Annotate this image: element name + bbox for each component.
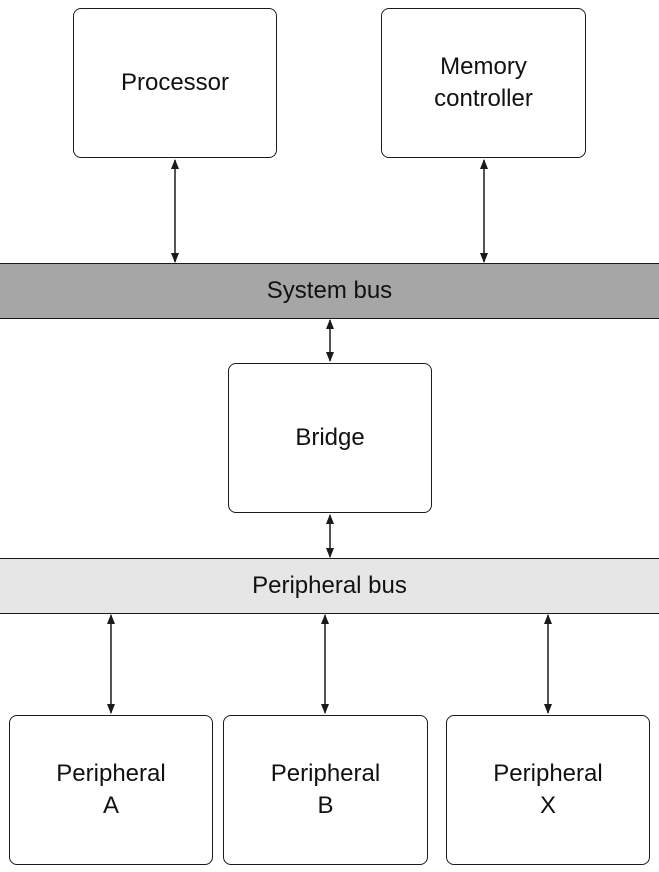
peripheral-a-label-line1: Peripheral xyxy=(56,760,166,787)
processor-block: Processor xyxy=(73,8,277,158)
peripheral-b-block: Peripheral B xyxy=(223,715,428,865)
bridge-block: Bridge xyxy=(228,363,432,513)
memory-controller-label-line2: controller xyxy=(434,85,533,112)
peripheral-bus: Peripheral bus xyxy=(0,558,659,614)
peripheral-b-label-line1: Peripheral xyxy=(270,760,381,787)
system-bus-label: System bus xyxy=(266,277,393,304)
peripheral-a-block: Peripheral A xyxy=(9,715,213,865)
system-bus: System bus xyxy=(0,263,659,319)
memory-controller-label-line1: Memory xyxy=(440,53,527,80)
memory-controller-block: Memory controller xyxy=(381,8,586,158)
peripheral-x-label-line1: Peripheral xyxy=(493,760,603,787)
peripheral-b-label-line2: B xyxy=(317,792,334,819)
processor-label: Processor xyxy=(120,69,230,96)
bridge-label: Bridge xyxy=(295,424,365,451)
peripheral-a-label-line2: A xyxy=(102,792,119,819)
peripheral-x-block: Peripheral X xyxy=(446,715,650,865)
peripheral-bus-label: Peripheral bus xyxy=(252,572,407,599)
peripheral-x-label-line2: X xyxy=(539,792,556,819)
